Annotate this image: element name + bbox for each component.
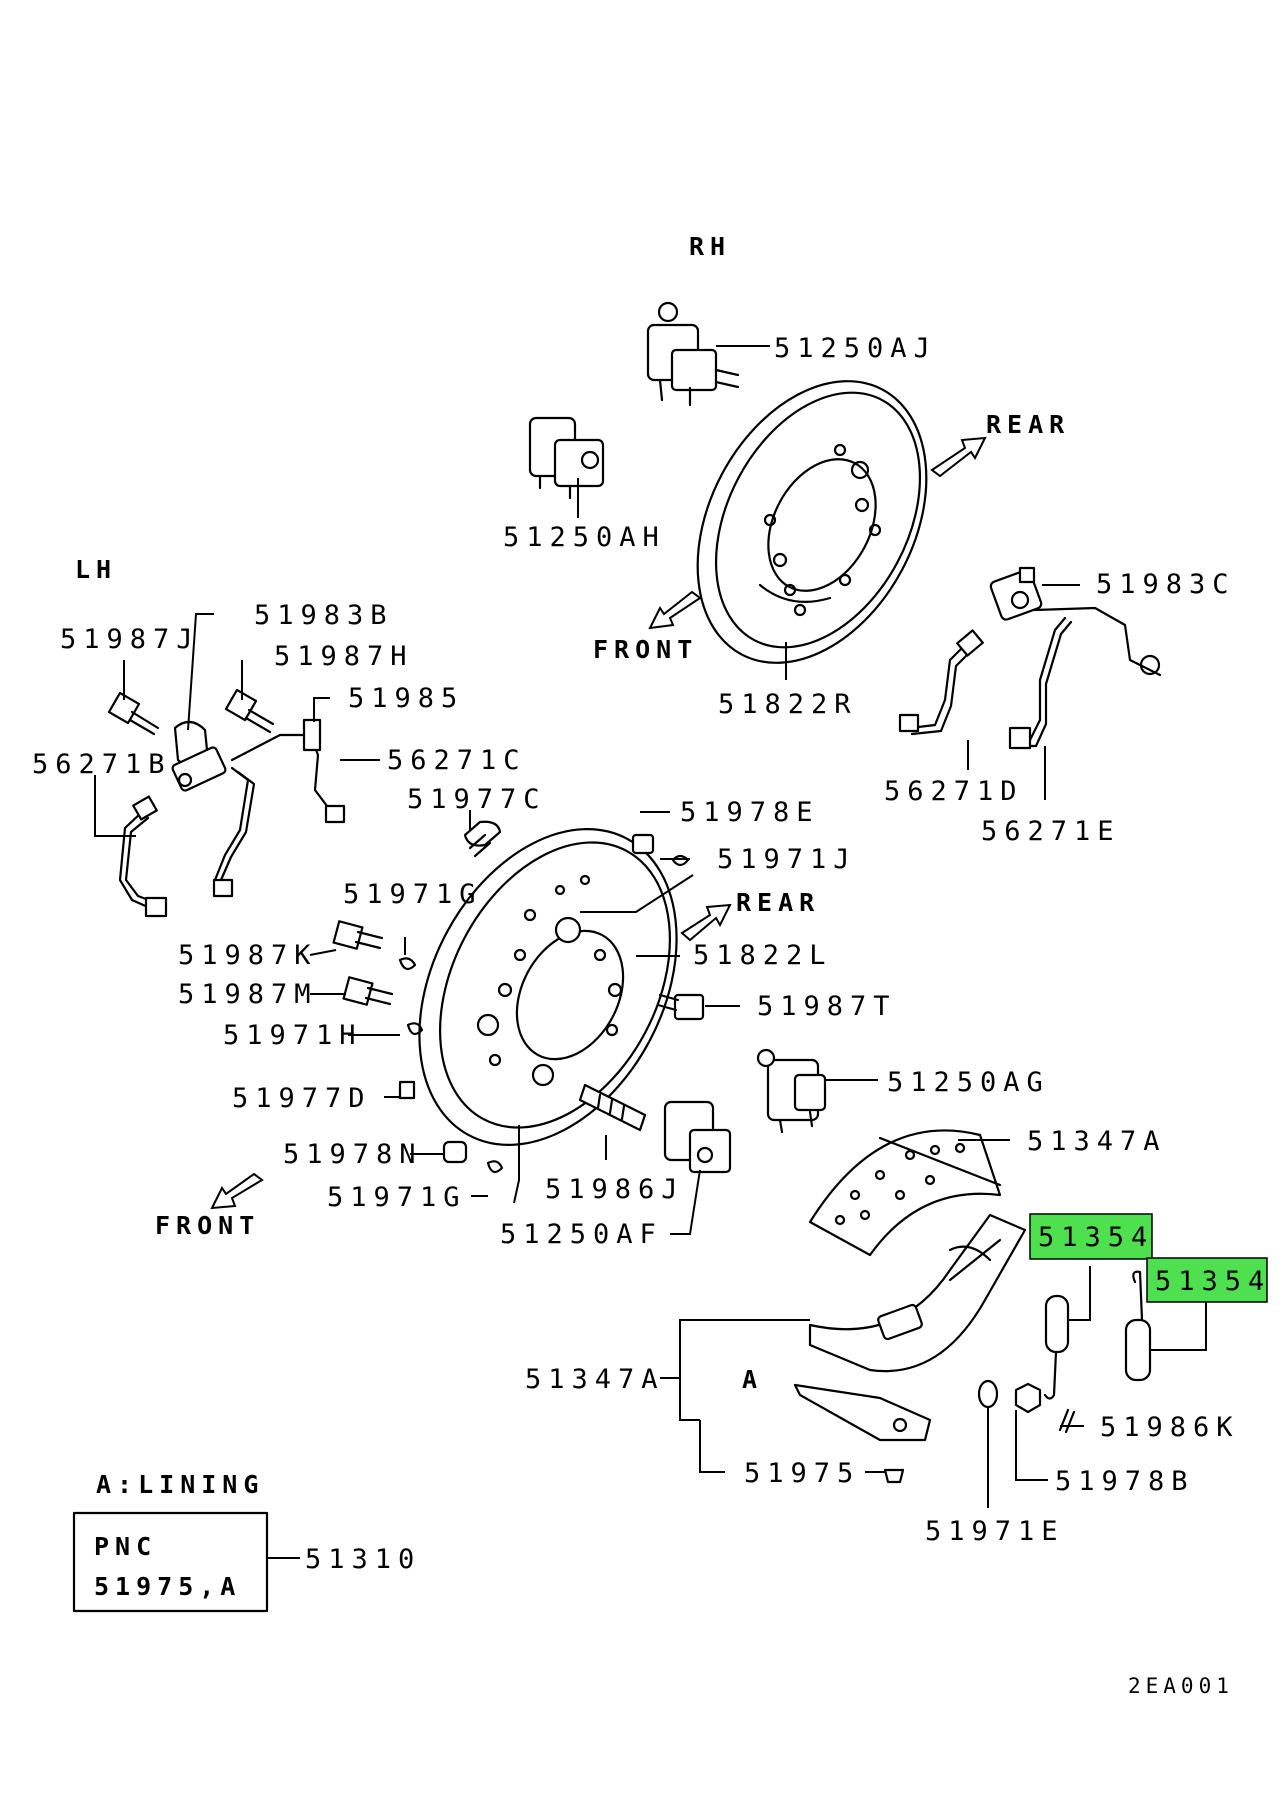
lining-box-line1: PNC <box>94 1532 157 1561</box>
part-51250AJ: 51250AJ <box>774 333 937 364</box>
label-rear-top: REAR <box>986 410 1070 439</box>
lh-backing-plate <box>418 828 678 1146</box>
part-51986J: 51986J <box>545 1174 685 1205</box>
part-56271E: 56271E <box>981 816 1121 847</box>
arrow-rear-top-icon <box>930 436 987 478</box>
part-51987T: 51987T <box>757 991 897 1022</box>
rh-backing-plate <box>696 380 928 664</box>
lining-a-part <box>793 1383 932 1442</box>
rh-wheel-cylinder-left <box>528 416 605 500</box>
lh-brake-pipe-c <box>212 718 346 898</box>
label-lh: LH <box>75 555 117 584</box>
part-51987K: 51987K <box>178 940 318 971</box>
springs-and-pins <box>883 1270 1152 1484</box>
lh-brake-pipe-b <box>118 795 168 918</box>
lh-adjuster <box>578 1083 647 1132</box>
part-56271B: 56271B <box>32 749 172 780</box>
highlight-51354-a <box>1029 1213 1153 1260</box>
part-51354-a: 51354 <box>1038 1222 1154 1253</box>
lh-bolt-t <box>656 993 705 1021</box>
part-51987J: 51987J <box>60 624 200 655</box>
rh-brake-pipe-e <box>1008 606 1162 750</box>
part-51354-b: 51354 <box>1155 1266 1271 1297</box>
part-51986K: 51986K <box>1100 1412 1240 1443</box>
part-51987M: 51987M <box>178 979 318 1010</box>
lh-wheel-cylinder-g <box>756 1048 827 1134</box>
part-51977D: 51977D <box>232 1083 372 1114</box>
highlight-51354-b <box>1146 1257 1268 1303</box>
part-51983B: 51983B <box>254 600 394 631</box>
part-51971G-bottom: 51971G <box>327 1182 467 1213</box>
part-51978N: 51978N <box>283 1139 423 1170</box>
part-56271C: 56271C <box>387 745 527 776</box>
part-51971H: 51971H <box>223 1020 363 1051</box>
lh-bolt-h <box>224 688 275 734</box>
part-56271D: 56271D <box>884 776 1024 807</box>
brake-shoe-upper <box>808 1129 1002 1257</box>
part-51987H: 51987H <box>274 641 414 672</box>
label-front-top: FRONT <box>593 635 698 664</box>
leader-lines <box>94 345 1207 1559</box>
part-51347A-top: 51347A <box>1027 1126 1167 1157</box>
lining-pnc-box <box>72 1511 269 1613</box>
part-51822R: 51822R <box>718 689 858 720</box>
part-51978E: 51978E <box>680 797 820 828</box>
part-51971E: 51971E <box>925 1516 1065 1547</box>
part-51971G-top: 51971G <box>343 879 483 910</box>
part-51978B: 51978B <box>1055 1466 1195 1497</box>
part-51983C: 51983C <box>1096 569 1236 600</box>
part-51347A-bottom: 51347A <box>525 1364 665 1395</box>
lh-hose-block <box>171 720 227 792</box>
brake-shoe-lower <box>808 1213 1027 1373</box>
part-51977C: 51977C <box>407 784 547 815</box>
arrow-front-bottom-icon <box>210 1172 264 1210</box>
part-51250AF: 51250AF <box>500 1219 663 1250</box>
diagram-code: 2EA001 <box>1128 1674 1234 1698</box>
part-51822L: 51822L <box>693 940 833 971</box>
lining-box-line2: 51975,A <box>94 1572 241 1601</box>
part-51985: 51985 <box>348 683 464 714</box>
part-51971J: 51971J <box>717 844 857 875</box>
lh-wheel-cylinder-f <box>663 1100 732 1174</box>
part-51250AH: 51250AH <box>503 522 666 553</box>
label-rh: RH <box>689 232 731 261</box>
part-51310: 51310 <box>305 1544 421 1575</box>
lh-bolt-j <box>107 691 160 736</box>
part-51250AG: 51250AG <box>887 1067 1050 1098</box>
lining-title: A:LINING <box>96 1470 264 1499</box>
label-front-bottom: FRONT <box>155 1211 260 1240</box>
arrow-rear-mid-icon <box>680 903 732 942</box>
rh-brake-pipe-d <box>898 629 984 736</box>
rh-hose-bracket <box>989 566 1043 621</box>
lh-bolts-left <box>332 920 504 1174</box>
label-rear-mid: REAR <box>736 888 820 917</box>
part-51975: 51975 <box>744 1458 860 1489</box>
arrow-front-top-icon <box>648 590 702 630</box>
marker-a: A <box>742 1365 763 1394</box>
rh-wheel-cylinder-top <box>646 301 740 407</box>
